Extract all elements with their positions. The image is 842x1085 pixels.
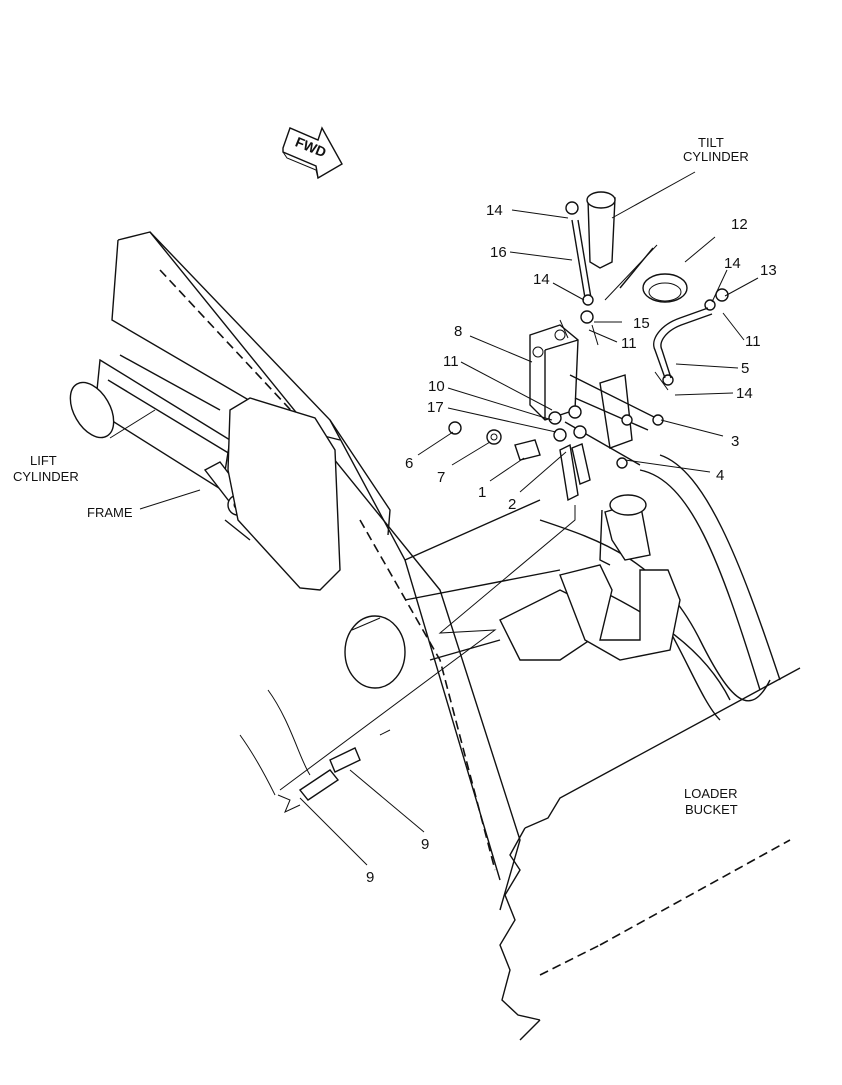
callout-14: 14: [736, 385, 753, 402]
frame-label: FRAME: [87, 505, 133, 520]
callout-11: 11: [621, 335, 637, 352]
callout-14: 14: [533, 271, 550, 288]
valve-block-8: [529, 324, 579, 421]
callout-5: 5: [741, 360, 749, 377]
loader-bucket-label-line1: LOADER: [684, 786, 737, 801]
hydraulic-lines: [239, 244, 669, 813]
fwd-arrow: FWD: [282, 126, 343, 180]
callout-2: 2: [508, 496, 516, 513]
callout-9: 9: [421, 836, 429, 853]
callout-9: 9: [366, 869, 374, 886]
callout-13: 13: [760, 262, 777, 279]
callout-12: 12: [731, 216, 748, 233]
lift-cylinder-label-line2: CYLINDER: [13, 469, 79, 484]
lift-cylinder-label-line1: LIFT: [30, 453, 57, 468]
callout-7: 7: [437, 469, 445, 486]
loader-bucket: [499, 454, 801, 1041]
lower-hoses: [499, 494, 681, 661]
clamp-12: [642, 273, 688, 303]
callout-11: 11: [443, 353, 459, 370]
callout-17: 17: [427, 399, 444, 416]
callout-3: 3: [731, 433, 739, 450]
callout-10: 10: [428, 378, 445, 395]
callout-1: 1: [478, 484, 486, 501]
tube-16: [565, 201, 594, 306]
callout-4: 4: [716, 467, 724, 484]
tilt-cylinder: [586, 191, 654, 289]
loader-bucket-label-line2: BUCKET: [685, 802, 738, 817]
callout-6: 6: [405, 455, 413, 472]
frame-plate: [227, 397, 341, 591]
callout-numbers: 14 16 12 14 13 14 15 11 11 8 5 11 14 10 …: [366, 202, 777, 886]
callout-16: 16: [490, 244, 507, 261]
callout-11: 11: [745, 333, 761, 350]
manifold-plate: [564, 374, 661, 466]
tube-5: [653, 307, 713, 379]
frame-structure: [111, 231, 561, 911]
tilt-cylinder-label-line1: TILT: [698, 135, 724, 150]
callout-14: 14: [724, 255, 741, 272]
callout-14: 14: [486, 202, 503, 219]
tilt-cylinder-label-line2: CYLINDER: [683, 149, 749, 164]
pivot-boss: [344, 615, 406, 689]
callout-15: 15: [633, 315, 650, 332]
callout-8: 8: [454, 323, 462, 340]
component-labels: TILT CYLINDER LIFT CYLINDER FRAME LOADER…: [13, 135, 749, 817]
leader-lines: [109, 171, 759, 866]
